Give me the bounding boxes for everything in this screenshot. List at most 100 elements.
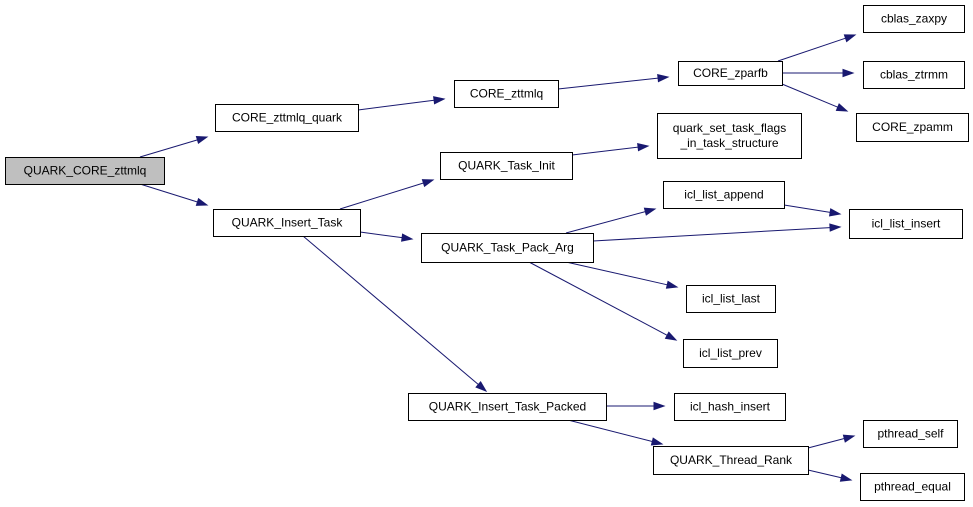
node-label-last: icl_list_last — [702, 292, 761, 306]
node-label-rank: QUARK_Thread_Rank — [670, 453, 793, 467]
node-label-zaxpy: cblas_zaxpy — [881, 12, 947, 26]
node-zpamm[interactable]: CORE_zpamm — [856, 113, 969, 142]
node-insert[interactable]: QUARK_Insert_Task — [213, 209, 361, 237]
node-zparfb[interactable]: CORE_zparfb — [678, 61, 783, 86]
arrowhead-packed-hash — [653, 401, 666, 411]
edge-zparfb-zaxpy — [777, 37, 846, 62]
edge-zttmlq-zparfb — [557, 77, 659, 90]
arrowhead-packarg-prev — [664, 331, 678, 341]
arrowhead-insert-taskinit — [421, 179, 435, 188]
edge-insert-taskinit — [339, 182, 424, 210]
arrowhead-zparfb-ztrmm — [842, 68, 855, 78]
node-label-packed: QUARK_Insert_Task_Packed — [429, 400, 586, 414]
node-zaxpy[interactable]: cblas_zaxpy — [863, 5, 965, 33]
node-packarg[interactable]: QUARK_Task_Pack_Arg — [421, 233, 594, 263]
edge-taskinit-flags — [571, 146, 639, 156]
arrowhead-root-quark — [195, 135, 209, 145]
node-box-prev[interactable] — [683, 339, 778, 368]
node-label-root: QUARK_CORE_zttmlq — [24, 164, 147, 178]
node-packed[interactable]: QUARK_Insert_Task_Packed — [408, 393, 607, 421]
node-box-zttmlq[interactable] — [454, 80, 559, 108]
edge-packarg-last — [565, 261, 668, 286]
node-box-packarg[interactable] — [421, 233, 594, 263]
edge-insert-packarg — [359, 231, 403, 239]
node-label-zpamm: CORE_zpamm — [872, 120, 953, 134]
node-prev[interactable]: icl_list_prev — [683, 339, 778, 368]
node-append[interactable]: icl_list_append — [663, 181, 785, 209]
edge-root-quark — [139, 139, 198, 158]
edge-insert-packed — [302, 235, 479, 385]
node-box-hash[interactable] — [674, 393, 786, 421]
node-flags[interactable]: quark_set_task_flags_in_task_structure — [657, 113, 802, 159]
node-taskinit[interactable]: QUARK_Task_Init — [440, 152, 573, 180]
edge-zparfb-zpamm — [781, 83, 838, 108]
node-equal[interactable]: pthread_equal — [860, 473, 965, 501]
arrowhead-packarg-last — [665, 280, 679, 289]
arrowhead-rank-equal — [839, 473, 853, 482]
node-label-quark: CORE_zttmlq_quark — [232, 111, 343, 125]
node-label-prev: icl_list_prev — [699, 346, 762, 360]
arrowhead-taskinit-flags — [637, 143, 650, 152]
arrowhead-root-insert — [195, 197, 209, 206]
node-box-flags[interactable] — [657, 113, 802, 159]
arrowhead-packarg-insertl — [829, 223, 842, 232]
node-insertlist[interactable]: icl_list_insert — [849, 209, 963, 239]
node-box-last[interactable] — [686, 285, 776, 313]
edge-append-insertl — [783, 204, 831, 213]
node-box-quark[interactable] — [215, 104, 359, 132]
edge-packarg-insertl — [592, 227, 831, 242]
arrowhead-zttmlq-zparfb — [657, 73, 670, 83]
node-last[interactable]: icl_list_last — [686, 285, 776, 313]
arrowhead-zparfb-zaxpy — [843, 34, 857, 43]
edge-rank-self — [807, 438, 845, 449]
node-label-flags-1: _in_task_structure — [679, 136, 778, 150]
node-box-taskinit[interactable] — [440, 152, 573, 180]
node-rank[interactable]: QUARK_Thread_Rank — [653, 446, 809, 475]
arrowhead-quark-zttmlq — [433, 96, 446, 105]
edge-packarg-append — [565, 211, 646, 234]
node-box-insertlist[interactable] — [849, 209, 963, 239]
node-label-ztrmm: cblas_ztrmm — [880, 68, 948, 82]
edge-root-insert — [139, 183, 198, 203]
node-hash[interactable]: icl_hash_insert — [674, 393, 786, 421]
edge-packed-rank — [567, 419, 653, 443]
node-quark[interactable]: CORE_zttmlq_quark — [215, 104, 359, 132]
node-box-insert[interactable] — [213, 209, 361, 237]
node-label-insertlist: icl_list_insert — [872, 217, 941, 231]
node-label-self: pthread_self — [877, 427, 944, 441]
node-zttmlq[interactable]: CORE_zttmlq — [454, 80, 559, 108]
node-box-zpamm[interactable] — [856, 113, 969, 142]
node-label-insert: QUARK_Insert_Task — [232, 216, 344, 230]
arrowhead-insert-packarg — [401, 233, 414, 242]
edges — [139, 34, 857, 482]
node-label-taskinit: QUARK_Task_Init — [458, 159, 555, 173]
node-box-rank[interactable] — [653, 446, 809, 475]
arrowhead-insert-packed — [475, 381, 488, 392]
node-box-zaxpy[interactable] — [863, 5, 965, 33]
edge-packarg-prev — [528, 261, 668, 336]
node-box-packed[interactable] — [408, 393, 607, 421]
node-box-append[interactable] — [663, 181, 785, 209]
node-label-packarg: QUARK_Task_Pack_Arg — [441, 241, 574, 255]
arrowhead-packarg-append — [643, 207, 657, 216]
arrowhead-packed-rank — [650, 437, 664, 446]
node-box-ztrmm[interactable] — [863, 61, 965, 89]
node-label-zttmlq: CORE_zttmlq — [470, 87, 543, 101]
node-label-append: icl_list_append — [684, 188, 763, 202]
arrowhead-zparfb-zpamm — [835, 103, 849, 112]
nodes: QUARK_CORE_zttmlq CORE_zttmlq_quarkQUARK_… — [5, 5, 969, 501]
node-root[interactable]: QUARK_CORE_zttmlq — [5, 157, 165, 185]
node-label-flags-0: quark_set_task_flags — [673, 121, 786, 135]
node-label-hash: icl_hash_insert — [690, 400, 771, 414]
node-ztrmm[interactable]: cblas_ztrmm — [863, 61, 965, 89]
node-box-root[interactable] — [5, 157, 165, 185]
node-self[interactable]: pthread_self — [863, 420, 958, 448]
node-label-zparfb: CORE_zparfb — [693, 66, 768, 80]
edge-rank-equal — [807, 469, 842, 479]
arrowhead-rank-self — [842, 434, 856, 443]
node-box-zparfb[interactable] — [678, 61, 783, 86]
arrowhead-append-insertl — [828, 208, 842, 217]
node-box-equal[interactable] — [860, 473, 965, 501]
node-box-self[interactable] — [863, 420, 958, 448]
